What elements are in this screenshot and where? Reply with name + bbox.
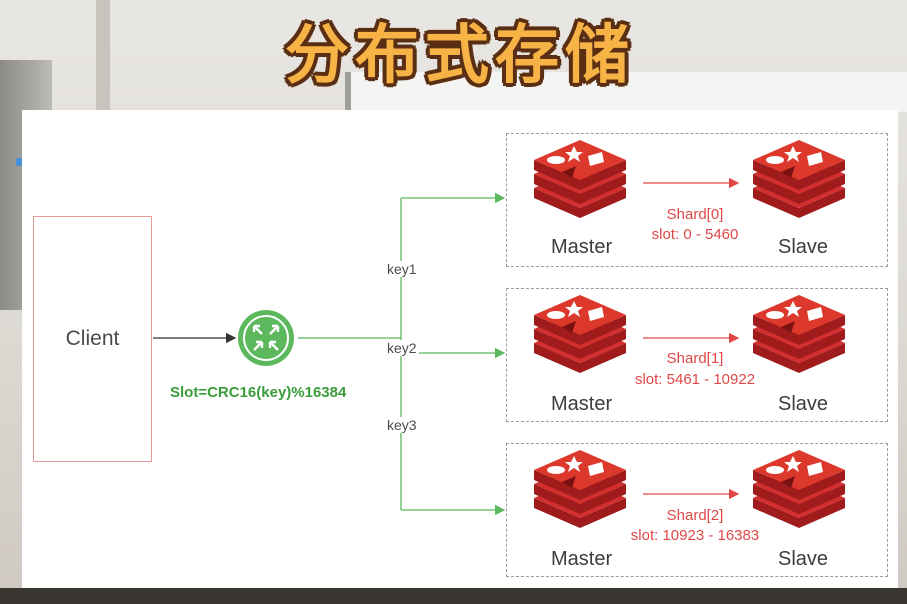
redis-icon (534, 450, 626, 528)
shard-slot-0: slot: 0 - 5460 (651, 226, 739, 243)
shard-slot-2: slot: 10923 - 16383 (630, 527, 760, 544)
redis-icon (534, 140, 626, 218)
shard-name-2: Shard[2] (666, 507, 724, 524)
background-whiteboard (345, 72, 907, 112)
slave-label-2: Slave (778, 548, 829, 570)
shard-name-1: Shard[1] (666, 350, 724, 367)
redis-icon (753, 450, 845, 528)
client-node: Client (33, 216, 152, 462)
background-post (96, 0, 110, 110)
master-label-1: Master (551, 393, 613, 415)
slave-label-1: Slave (778, 393, 829, 415)
router-icon (238, 310, 294, 366)
client-label: Client (65, 327, 120, 350)
video-title: 分布式存储 (285, 19, 635, 93)
diagram-slide: Client Slot=CRC16(key)%16384 key1 key2 k… (22, 110, 898, 588)
shard-name-0: Shard[0] (666, 206, 724, 223)
redis-icon (753, 295, 845, 373)
master-label-0: Master (551, 236, 613, 258)
shard-group-2 (506, 443, 888, 577)
shard-group-0 (506, 133, 888, 267)
shard-slot-1: slot: 5461 - 10922 (634, 371, 756, 388)
key-label-1: key1 (385, 261, 419, 277)
slot-formula: Slot=CRC16(key)%16384 (170, 384, 347, 401)
redis-icon (534, 295, 626, 373)
appliance-light (16, 158, 26, 166)
shard-group-1 (506, 288, 888, 422)
master-label-2: Master (551, 548, 613, 570)
slave-label-0: Slave (778, 236, 829, 258)
key-label-2: key2 (385, 340, 419, 356)
background-bottom (0, 588, 907, 604)
redis-icon (753, 140, 845, 218)
key-label-3: key3 (385, 417, 419, 433)
